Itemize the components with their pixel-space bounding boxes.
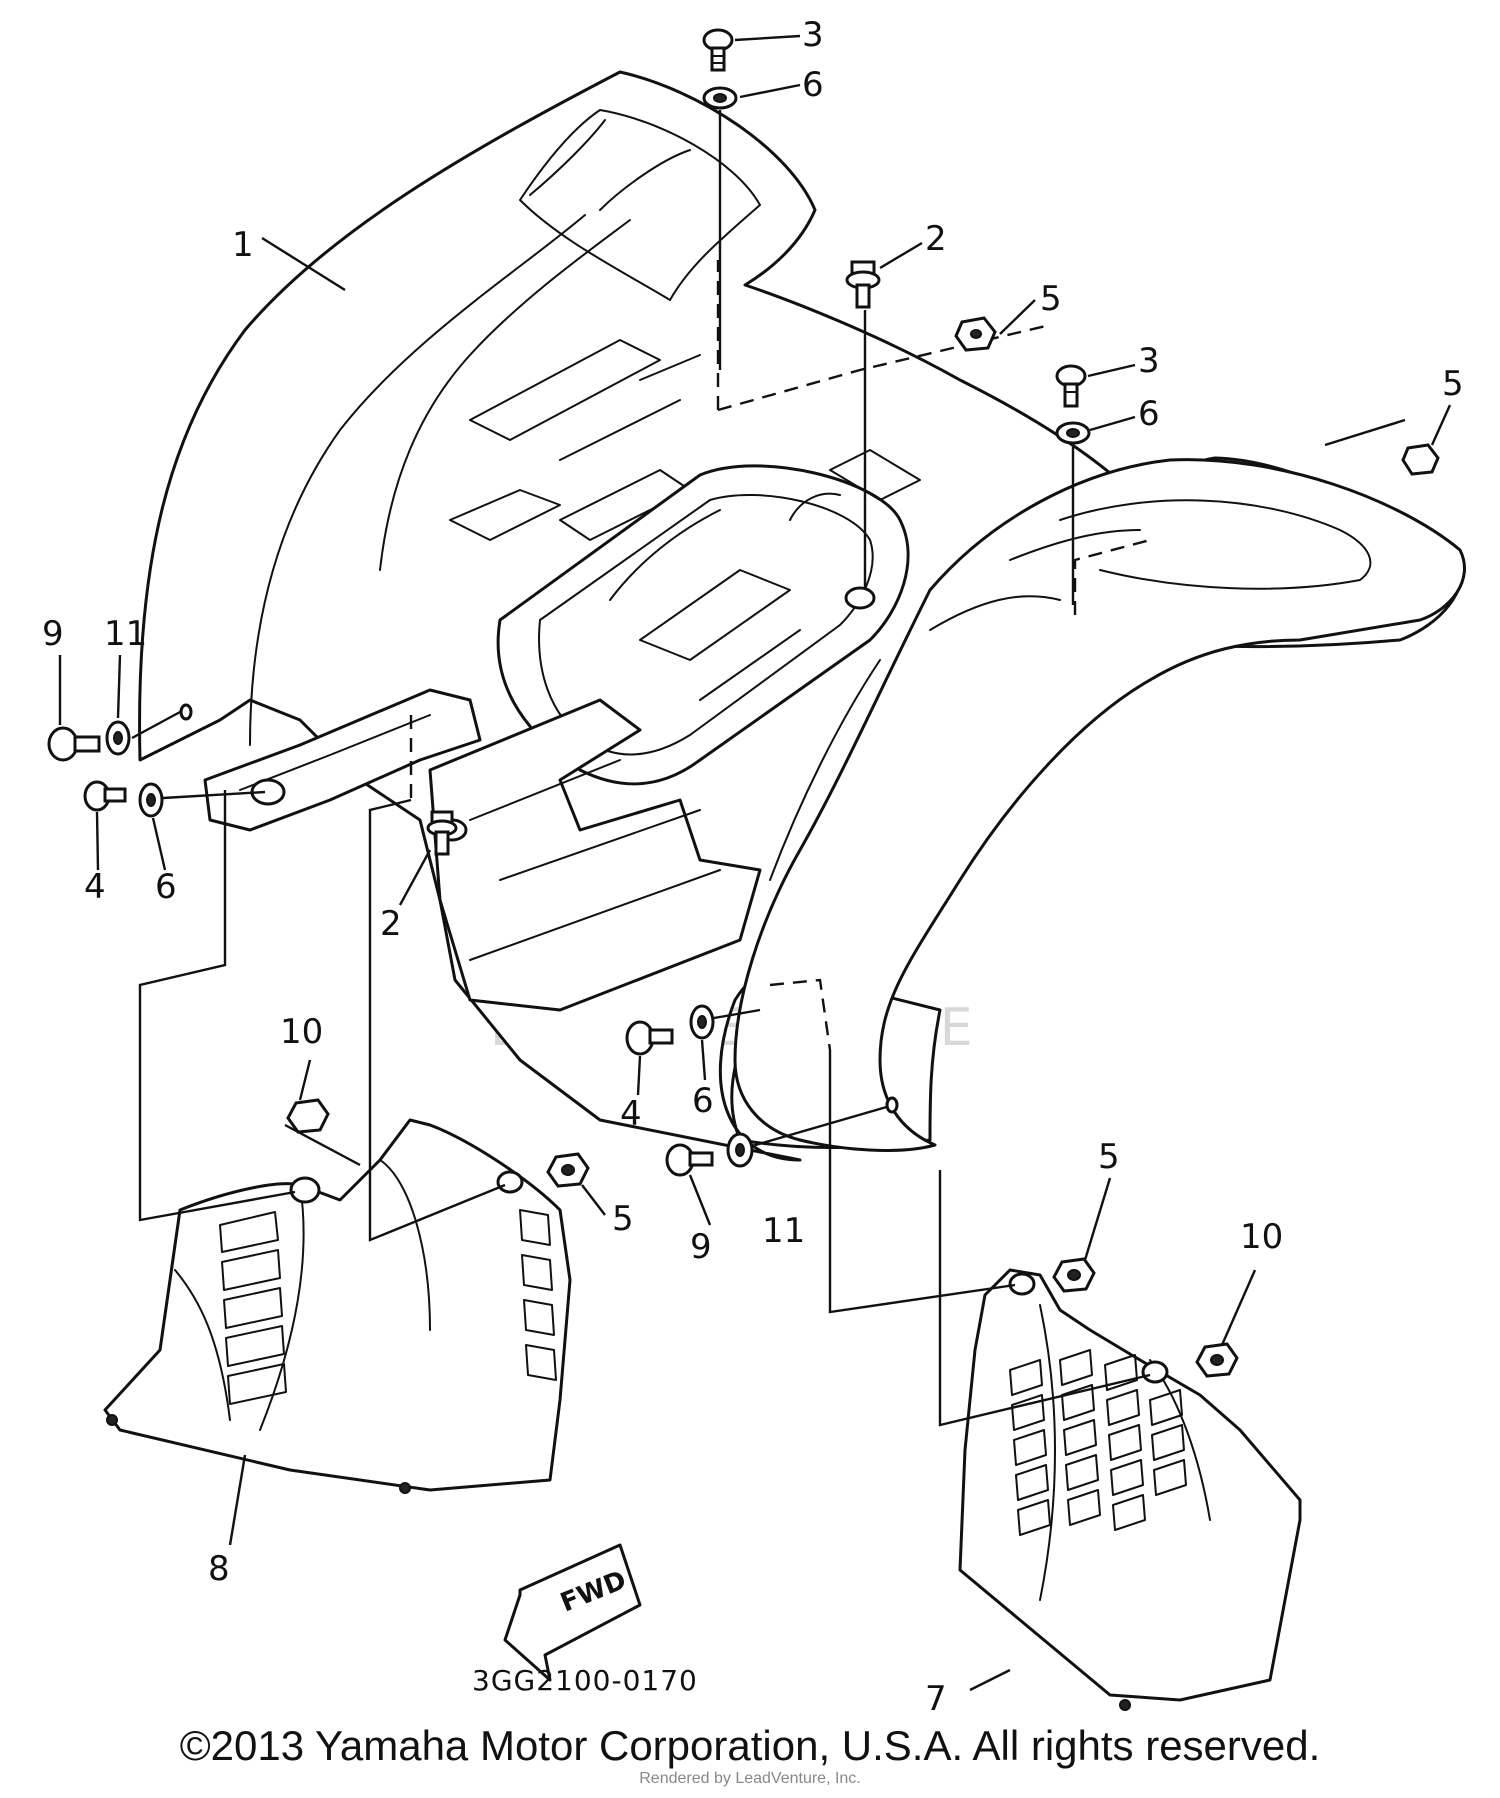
diagram-code: 3GG2100-0170 [472, 1664, 698, 1697]
washer-11-center [726, 1132, 754, 1168]
nut-5-upper-center [954, 316, 997, 352]
assembly-line [138, 790, 296, 1222]
washer-6-right [1055, 421, 1091, 445]
assembly-line [131, 710, 181, 740]
callout-leaders [58, 34, 1452, 1692]
nut-5-far-right [1401, 443, 1440, 476]
rendered-by-notice: Rendered by LeadVenture, Inc. [639, 1770, 861, 1787]
callout-3-right: 3 [1138, 341, 1160, 381]
assembly-line [713, 1008, 761, 1020]
copyright-notice: ©2013 Yamaha Motor Corporation, U.S.A. A… [179, 1722, 1321, 1769]
callout-11-left: 11 [104, 614, 147, 654]
assembly-line [1073, 538, 1151, 615]
washer-6-center [689, 1004, 715, 1040]
assembly-line [828, 1050, 1016, 1314]
bolt-4-left [83, 780, 127, 812]
washer-11-left [105, 720, 131, 756]
callout-5-far-right: 5 [1442, 364, 1464, 404]
callout-10-left: 10 [280, 1012, 323, 1052]
callout-6-center: 6 [692, 1081, 714, 1121]
assembly-line [1324, 418, 1406, 447]
callout-10-right: 10 [1240, 1217, 1283, 1257]
bolt-2-lower [426, 810, 458, 856]
callout-2-lower: 2 [380, 904, 402, 944]
rivet-hole [179, 703, 193, 721]
callout-9-left: 9 [42, 614, 64, 654]
callout-4-left: 4 [84, 867, 106, 907]
callout-6-top: 6 [802, 65, 824, 105]
callout-2-top: 2 [925, 219, 947, 259]
callout-3-top: 3 [802, 15, 824, 55]
rivet-hole [885, 1096, 899, 1114]
forward-arrow: FWD [503, 1543, 642, 1682]
assembly-line [368, 798, 506, 1242]
mud-flap-right [958, 1268, 1302, 1711]
callout-8: 8 [208, 1549, 230, 1589]
callout-6-right: 6 [1138, 394, 1160, 434]
nut-5-center [546, 1152, 590, 1188]
bolt-3-top [702, 28, 734, 72]
bolt-3-right [1055, 364, 1087, 408]
washer-6-top [702, 86, 738, 110]
rear-fender [138, 70, 1466, 1162]
bolt-4-center [625, 1020, 674, 1056]
callout-5-center: 5 [612, 1199, 634, 1239]
assembly-line [751, 1104, 891, 1148]
bolt-9-left [47, 726, 101, 762]
callout-9-center: 9 [690, 1227, 712, 1267]
callout-6-left: 6 [155, 867, 177, 907]
nut-5-right [1052, 1257, 1096, 1293]
assembly-line [284, 1123, 361, 1167]
washer-6-left [138, 782, 164, 818]
mud-flap-left [103, 1118, 572, 1494]
nut-10-right [1195, 1342, 1239, 1378]
callout-5-upper-center: 5 [1040, 279, 1062, 319]
callout-11-center: 11 [762, 1211, 805, 1251]
nut-10-left [286, 1098, 330, 1134]
callout-4-center: 4 [620, 1094, 642, 1134]
callout-5-right: 5 [1098, 1137, 1120, 1177]
bolt-2-top [845, 260, 881, 309]
assembly-line [162, 790, 266, 800]
callout-1: 1 [232, 225, 254, 265]
callout-7: 7 [925, 1679, 947, 1719]
assembly-line [769, 978, 832, 1051]
bolt-9-center [665, 1143, 714, 1177]
assembly-line [938, 1170, 1151, 1427]
